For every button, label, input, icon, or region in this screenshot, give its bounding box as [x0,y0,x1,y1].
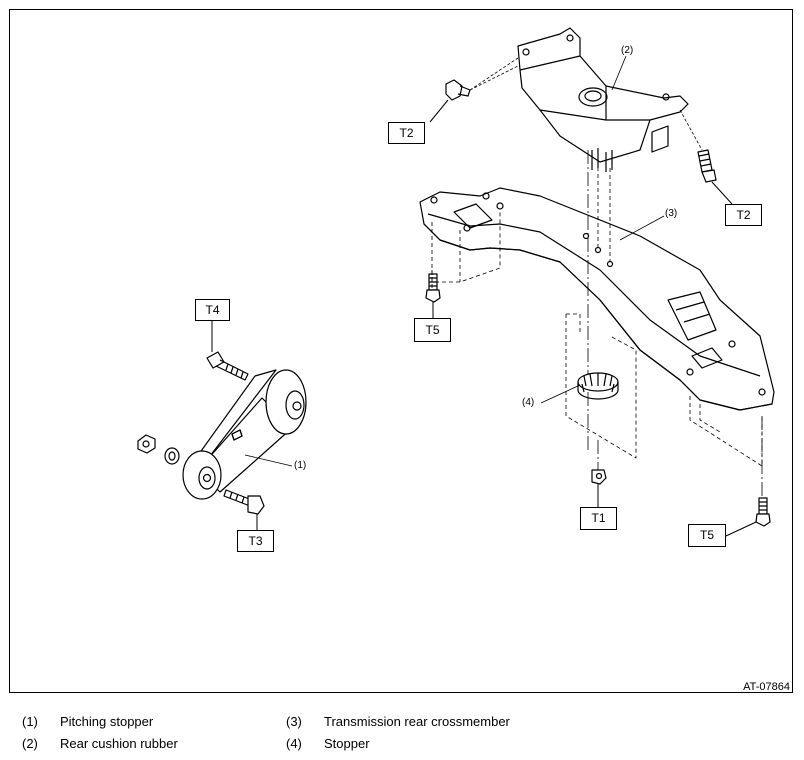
bolt-t4 [206,351,249,381]
figure-id: AT-07864 [743,681,790,693]
torque-label-t5-right: T5 [688,524,726,547]
bolt-t2-left [445,79,471,101]
bolt-t5-left [425,273,441,303]
legend-number: (4) [286,736,302,751]
nut-t1 [591,469,607,485]
rear-cushion-rubber [517,27,689,172]
nut-washer [137,434,180,465]
bolt-t5-right [755,497,771,527]
stopper [577,372,619,400]
bolt-t3 [223,489,265,515]
callout-3: (3) [665,208,678,219]
bolt-t2-right [697,149,717,183]
legend-text: Stopper [324,736,370,751]
legend-text: Rear cushion rubber [60,736,178,751]
torque-label-t2-left: T2 [388,122,425,144]
figure-frame [9,9,793,693]
callout-1: (1) [294,460,307,471]
legend-text: Pitching stopper [60,714,154,729]
legend-text: Transmission rear crossmember [324,714,510,729]
torque-label-t3: T3 [237,530,274,552]
torque-label-t5-left: T5 [414,318,451,342]
callout-4: (4) [522,397,535,408]
legend-number: (1) [22,714,38,729]
legend-number: (3) [286,714,302,729]
legend-number: (2) [22,736,38,751]
torque-label-t4: T4 [195,299,230,321]
torque-label-t2-right: T2 [725,204,762,226]
pitching-stopper [182,369,307,500]
exploded-diagram [137,27,775,537]
torque-label-t1: T1 [580,507,617,530]
callout-2: (2) [621,45,634,56]
transmission-rear-crossmember [419,187,775,411]
